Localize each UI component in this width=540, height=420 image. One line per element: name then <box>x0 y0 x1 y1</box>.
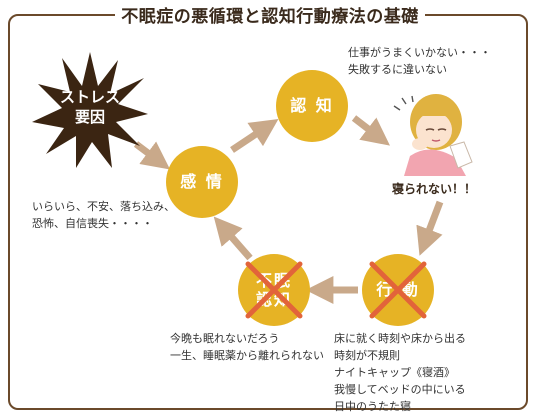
note-kanjo: いらいら、不安、落ち込み、 恐怖、自信喪失・・・・ <box>32 200 175 231</box>
diagram-title: 不眠症の悪循環と認知行動療法の基礎 <box>0 2 540 27</box>
starburst-icon <box>32 52 148 168</box>
cross-mark-icon <box>369 261 427 319</box>
node-kodo: 行 動 <box>362 254 434 326</box>
stress-label-line2: 要因 <box>74 107 105 126</box>
arrow-person-to-kodo <box>416 200 444 256</box>
stress-starburst: ストレス 要因 <box>30 50 150 170</box>
node-ninchi: 認 知 <box>276 70 348 142</box>
arrow-fumin-to-kanjo <box>213 216 253 261</box>
stress-label-line1: ストレス <box>59 88 120 106</box>
node-kanjo: 感 情 <box>166 146 238 218</box>
note-fumin: 今晩も眠れないだろう 一生、睡眠薬から離れられない <box>170 332 324 363</box>
sleepless-woman-illustration <box>393 94 473 176</box>
nerarenai-label: 寝られない！！ <box>392 182 477 196</box>
note-ninchi: 仕事がうまくいかない・・・ 失敗するに違いない <box>348 46 491 77</box>
note-kodo: 床に就く時刻や床から出る 時刻が不規則 ナイトキャップ《寝酒》 我慢してベッドの… <box>334 332 466 414</box>
node-ninchi-label: 認 知 <box>290 96 334 116</box>
node-fumin-ninchi: 不眠 認知 <box>238 254 310 326</box>
arrow-stress-to-kanjo <box>133 141 171 170</box>
stress-label: ストレス 要因 <box>30 88 150 127</box>
arrow-ninchi-to-person <box>351 115 390 146</box>
node-kanjo-label: 感 情 <box>180 172 224 192</box>
arrow-kanjo-to-ninchi <box>230 119 279 153</box>
cross-mark-icon <box>245 261 303 319</box>
